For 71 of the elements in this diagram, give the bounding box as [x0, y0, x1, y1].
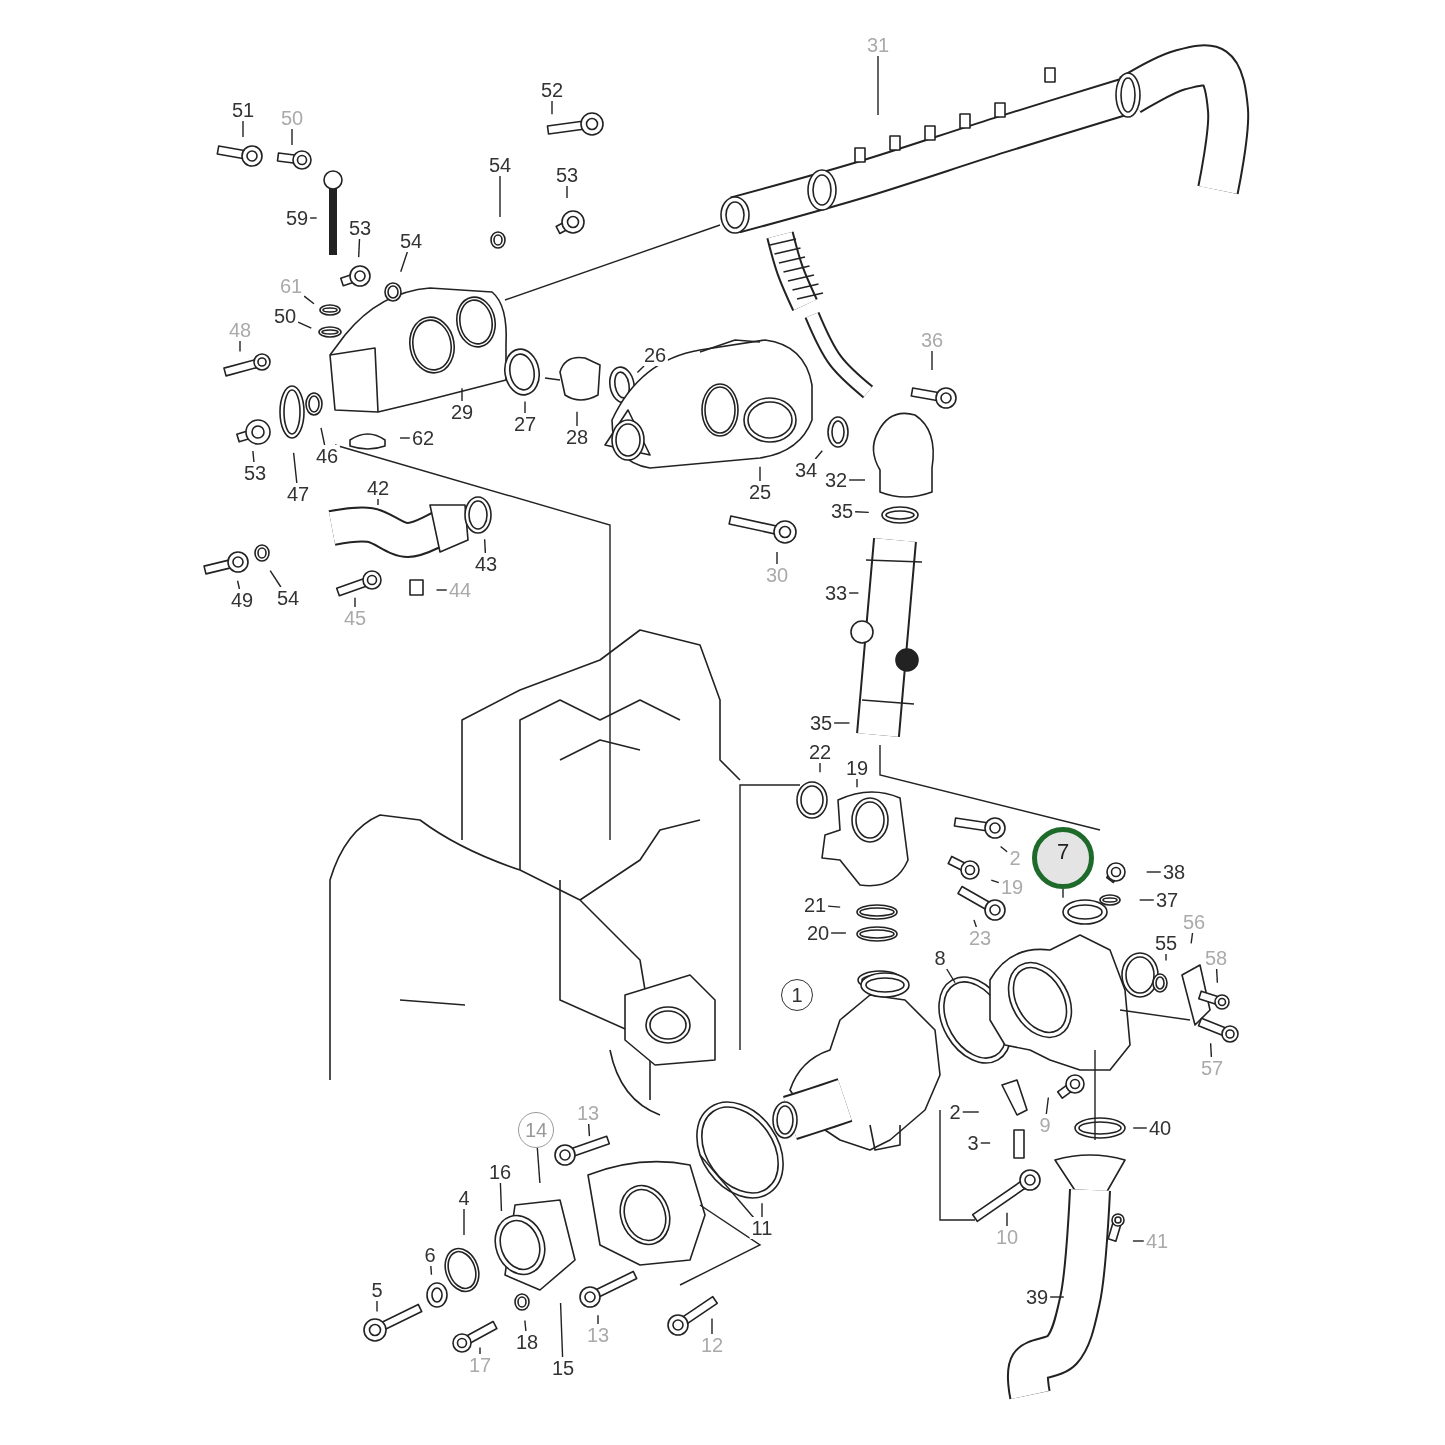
leader-line — [990, 879, 1000, 884]
leader-line — [854, 511, 870, 514]
leader-line — [400, 251, 409, 273]
leader-line — [776, 551, 778, 565]
leader-line — [827, 905, 841, 908]
leader-line — [576, 411, 578, 427]
leader-line — [761, 1202, 763, 1218]
leader-line — [1045, 1096, 1050, 1115]
leader-line — [979, 1142, 991, 1144]
leader-line — [252, 450, 255, 463]
leader-line — [830, 932, 847, 934]
leader-line — [269, 569, 282, 588]
leader-line — [242, 120, 244, 138]
leader-line — [236, 580, 241, 590]
leader-line — [1132, 1240, 1145, 1242]
leader-line — [999, 845, 1009, 853]
leader-line — [479, 1346, 481, 1355]
leader-line — [435, 589, 448, 591]
leader-line — [524, 400, 526, 414]
leader-line — [297, 321, 312, 329]
leader-line — [461, 387, 463, 402]
leader-line — [309, 217, 318, 219]
leader-line — [1049, 1296, 1065, 1298]
leader-line — [587, 1123, 591, 1137]
callout-number: 11 — [749, 1217, 775, 1239]
leader-line — [877, 55, 879, 116]
leader-line — [1209, 1042, 1213, 1058]
leader-line — [931, 350, 933, 371]
leader-line — [1215, 968, 1219, 984]
leader-line — [430, 1265, 433, 1276]
leader-line — [499, 175, 501, 218]
circled-callout-number: 7 — [1032, 827, 1094, 889]
circled-callout-number: 14 — [518, 1112, 554, 1148]
leader-line — [1062, 888, 1064, 899]
leader-line — [358, 238, 361, 258]
leader-line — [597, 1314, 599, 1325]
leader-line — [292, 452, 298, 484]
leader-line — [536, 1147, 541, 1184]
leader-line — [636, 365, 645, 374]
leader-line — [291, 128, 293, 146]
leader-line — [239, 340, 241, 353]
leader-line — [759, 466, 761, 482]
leader-line — [320, 427, 326, 446]
leader-line — [848, 592, 860, 594]
leader-line — [1145, 871, 1162, 873]
leader-line — [1006, 1212, 1008, 1227]
leader-line — [1138, 899, 1155, 901]
leader-line — [856, 778, 858, 788]
circled-callout-number: 1 — [781, 979, 813, 1011]
leader-line — [946, 968, 956, 984]
leader-line — [848, 479, 866, 481]
leader-line — [833, 722, 851, 724]
leader-line — [354, 596, 356, 608]
leader-line — [559, 1302, 564, 1358]
leader-line — [376, 1300, 378, 1313]
leader-line — [377, 498, 379, 506]
leader-line — [1132, 1127, 1148, 1129]
leader-line — [303, 295, 315, 305]
leader-line — [961, 1111, 980, 1113]
leader-line — [551, 100, 553, 115]
leader-line — [819, 762, 821, 774]
leader-line — [499, 1182, 503, 1212]
leader-line — [711, 1317, 713, 1335]
leader-line — [566, 185, 568, 199]
leader-line — [399, 437, 411, 439]
leader-line — [814, 450, 823, 460]
leader-line — [463, 1208, 465, 1236]
leader-line — [1165, 953, 1167, 962]
leader-line — [524, 1319, 527, 1332]
leader-line — [973, 919, 978, 928]
leader-line — [483, 538, 487, 554]
